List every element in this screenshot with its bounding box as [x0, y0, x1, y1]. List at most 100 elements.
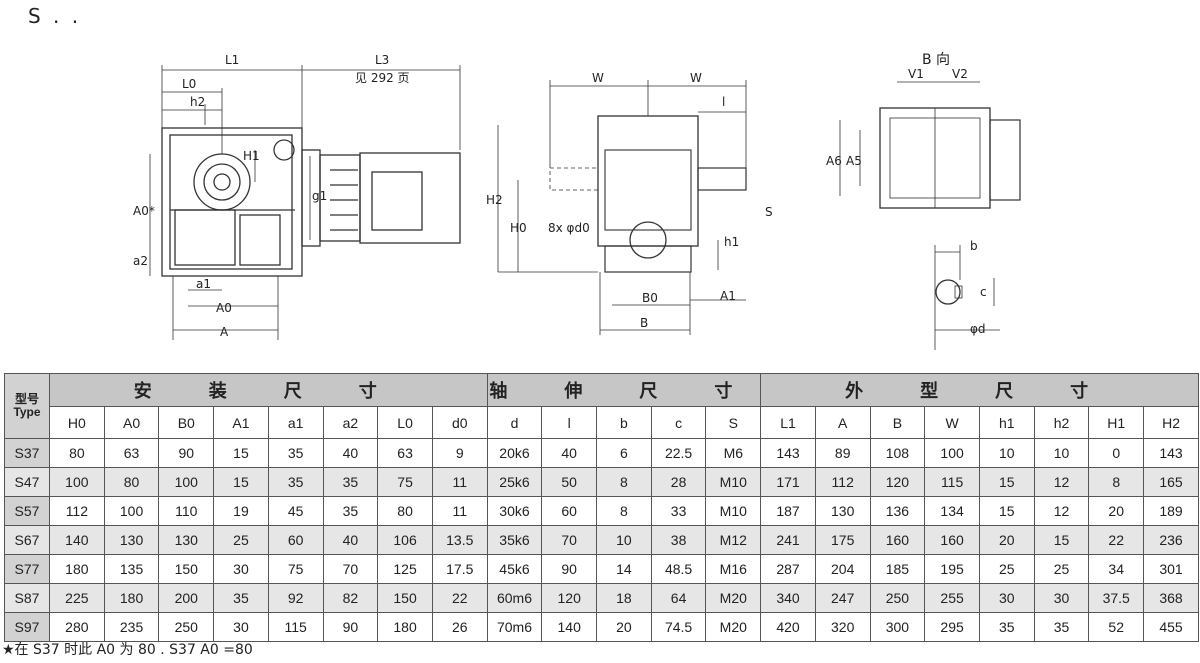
output-flange — [193, 153, 251, 211]
dim-B0: B0 — [642, 291, 658, 305]
table-cell: 8 — [1088, 467, 1145, 497]
table-cell: 26 — [431, 612, 488, 642]
table-cell: 130 — [103, 525, 160, 555]
table-cell: 35 — [1033, 612, 1090, 642]
table-cell: 22 — [431, 583, 488, 613]
dim-S: S — [765, 205, 773, 219]
table-cell: 10 — [978, 438, 1035, 468]
dim-A1: A1 — [720, 289, 736, 303]
table-cell: 15 — [1033, 525, 1090, 555]
table-cell: 100 — [158, 467, 215, 497]
table-cell: 70m6 — [486, 612, 543, 642]
table-cell: M20 — [705, 612, 762, 642]
dim-A: A — [220, 325, 229, 339]
table-cell: 18 — [596, 583, 652, 613]
table-cell: 0 — [1088, 438, 1145, 468]
table-cell: 140 — [541, 612, 598, 642]
table-cell: 301 — [1143, 554, 1199, 584]
model-cell: S87 — [4, 583, 50, 613]
column-header: S — [705, 406, 762, 439]
table-cell: 92 — [267, 583, 324, 613]
table-cell: M10 — [705, 496, 762, 526]
table-cell: 136 — [869, 496, 926, 526]
dim-c: c — [980, 285, 987, 299]
table-cell: 17.5 — [431, 554, 488, 584]
column-header: B0 — [158, 406, 215, 439]
table-cell: 108 — [869, 438, 926, 468]
table-cell: 143 — [760, 438, 816, 468]
table-cell: 13.5 — [431, 525, 488, 555]
table-cell: 8 — [596, 467, 652, 497]
table-cell: 160 — [924, 525, 980, 555]
table-cell: 295 — [924, 612, 980, 642]
column-header: L0 — [377, 406, 433, 439]
dim-hole-d0: 8x φd0 — [548, 221, 590, 235]
table-cell: 64 — [650, 583, 707, 613]
dim-d: φd — [970, 322, 986, 336]
table-cell: 100 — [103, 496, 160, 526]
table-cell: 150 — [158, 554, 215, 584]
table-cell: 250 — [869, 583, 926, 613]
model-cell: S47 — [4, 467, 50, 497]
dim-H2: H2 — [486, 193, 503, 207]
table-cell: 19 — [213, 496, 269, 526]
table-cell: 30k6 — [486, 496, 543, 526]
series-title: S . . — [28, 4, 82, 28]
table-cell: 37.5 — [1088, 583, 1145, 613]
table-cell: 12 — [1033, 496, 1090, 526]
table-cell: 300 — [869, 612, 926, 642]
table-cell: 287 — [760, 554, 816, 584]
column-header: L1 — [760, 406, 816, 439]
group-shaft: 轴 伸 尺 寸 — [486, 373, 762, 407]
table-cell: 10 — [596, 525, 652, 555]
table-cell: 48.5 — [650, 554, 707, 584]
table-cell: 455 — [1143, 612, 1199, 642]
table-cell: 63 — [377, 438, 433, 468]
table-cell: 6 — [596, 438, 652, 468]
table-cell: 135 — [103, 554, 160, 584]
table-cell: 80 — [377, 496, 433, 526]
table-cell: 12 — [1033, 467, 1090, 497]
table-cell: 143 — [1143, 438, 1199, 468]
table-cell: 15 — [213, 467, 269, 497]
table-cell: M6 — [705, 438, 762, 468]
dim-h2: h2 — [190, 95, 205, 109]
dim-V2: V2 — [952, 67, 968, 81]
dim-L1: L1 — [225, 53, 239, 67]
table-cell: 134 — [924, 496, 980, 526]
table-cell: 82 — [322, 583, 379, 613]
column-header: h1 — [978, 406, 1035, 439]
table-cell: 40 — [541, 438, 598, 468]
table-cell: 90 — [541, 554, 598, 584]
model-cell: S77 — [4, 554, 50, 584]
table-cell: 90 — [158, 438, 215, 468]
column-header: H0 — [49, 406, 105, 439]
table-cell: 40 — [322, 525, 379, 555]
table-cell: 100 — [924, 438, 980, 468]
table-cell: 241 — [760, 525, 816, 555]
table-cell: 40 — [322, 438, 379, 468]
table-cell: 175 — [814, 525, 871, 555]
table-cell: 15 — [978, 496, 1035, 526]
table-cell: 60m6 — [486, 583, 543, 613]
dim-V1: V1 — [908, 67, 924, 81]
table-cell: 22.5 — [650, 438, 707, 468]
table-cell: 35 — [213, 583, 269, 613]
column-header: A1 — [213, 406, 269, 439]
table-cell: 171 — [760, 467, 816, 497]
gearbox-housing-side — [161, 127, 303, 277]
group-mounting: 安 装 尺 寸 — [49, 373, 488, 407]
table-cell: 52 — [1088, 612, 1145, 642]
table-cell: 195 — [924, 554, 980, 584]
dim-H0: H0 — [510, 221, 527, 235]
model-cell: S57 — [4, 496, 50, 526]
table-cell: 236 — [1143, 525, 1199, 555]
table-cell: 180 — [103, 583, 160, 613]
table-cell: 75 — [377, 467, 433, 497]
table-cell: 112 — [814, 467, 871, 497]
table-cell: 115 — [924, 467, 980, 497]
